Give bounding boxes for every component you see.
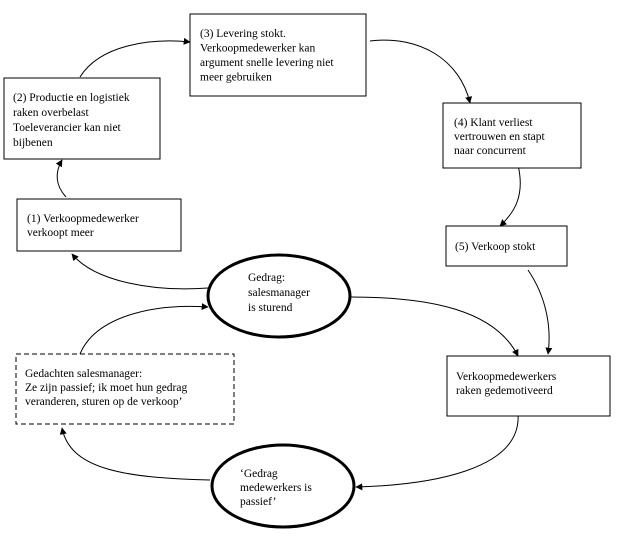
label-line: meer gebruiken [200,72,272,84]
gedrag-sales-label: Gedrag: salesmanager is sturend [248,272,310,314]
arrow-demotivated-to-gedrag-med [355,413,519,491]
label-line: Gedrag: [248,272,285,284]
label-line: bijbenen [13,137,53,149]
label-line: argument snelle levering niet [200,57,334,69]
label-line: raken overbelast [13,107,89,119]
label-line: veranderen, sturen op de verkoop’ [25,396,182,408]
label-line: (1) Verkoopmedewerker [27,213,139,225]
arrow-thoughts-to-gedrag [79,303,209,355]
label-line: (3) Levering stokt. [200,28,286,40]
label-line: is sturend [248,302,293,314]
box5-label: (5) Verkoop stokt [455,241,536,253]
label-line: verkoopt meer [27,227,94,239]
box3-label: (3) Levering stokt. Verkoopmedewerker kan… [200,28,334,84]
arrow-gedrag-to-box1 [71,253,209,290]
arrow-gedrag-med-to-thoughts [59,427,211,481]
label-line: passief’ [240,496,276,508]
thoughts-label: Gedachten salesmanager: Ze zijn passief; … [25,368,187,408]
arrow-box5-to-demotivated [527,269,553,355]
box4-label: (4) Klant verliest vertrouwen en stapt naa… [454,117,545,157]
label-line: naar concurrent [454,145,527,157]
demotivated-border [446,355,611,417]
label-line: vertrouwen en stapt [454,131,545,143]
label-line: medewerkers is [240,482,312,494]
gedrag-sales-ellipse [206,253,352,339]
arrow-box2-to-box3 [79,37,191,78]
label-line: (5) Verkoop stokt [455,241,536,253]
label-line: Ze zijn passief; ik moet hun gedrag [25,382,187,394]
label-line: Verkoopmedewerkers [456,371,557,383]
box5-border [445,225,568,267]
box1-border [16,198,182,252]
connectors [55,37,553,491]
label-line: Gedachten salesmanager: [25,368,142,380]
arrow-box1-to-box2 [55,159,67,198]
label-line: (2) Productie en logistiek [13,92,130,104]
label-line: raken gedemotiveerd [456,385,553,397]
box1-label: (1) Verkoopmedewerker verkoopt meer [27,213,139,239]
gedrag-med-ellipse [210,443,356,529]
demotivated-label: Verkoopmedewerkers raken gedemotiveerd [456,371,557,397]
label-line: (4) Klant verliest [454,117,533,129]
label-line: Toeleverancier kan niet [13,122,122,134]
box3-border [189,13,367,97]
arrow-box4-to-box5 [499,164,521,227]
box4-border [442,102,582,169]
arrow-box3-to-box4 [369,39,472,104]
thoughts-border [15,353,235,425]
arrow-gedrag-to-demotivated [349,296,519,357]
box2-label: (2) Productie en logistiek raken overbela… [13,92,130,149]
box2-border [3,77,161,160]
label-line: ‘Gedrag [240,468,278,480]
gedrag-med-label: ‘Gedrag medewerkers is passief’ [240,468,312,508]
label-line: salesmanager [248,287,310,299]
label-line: Verkoopmedewerker kan [200,43,316,55]
